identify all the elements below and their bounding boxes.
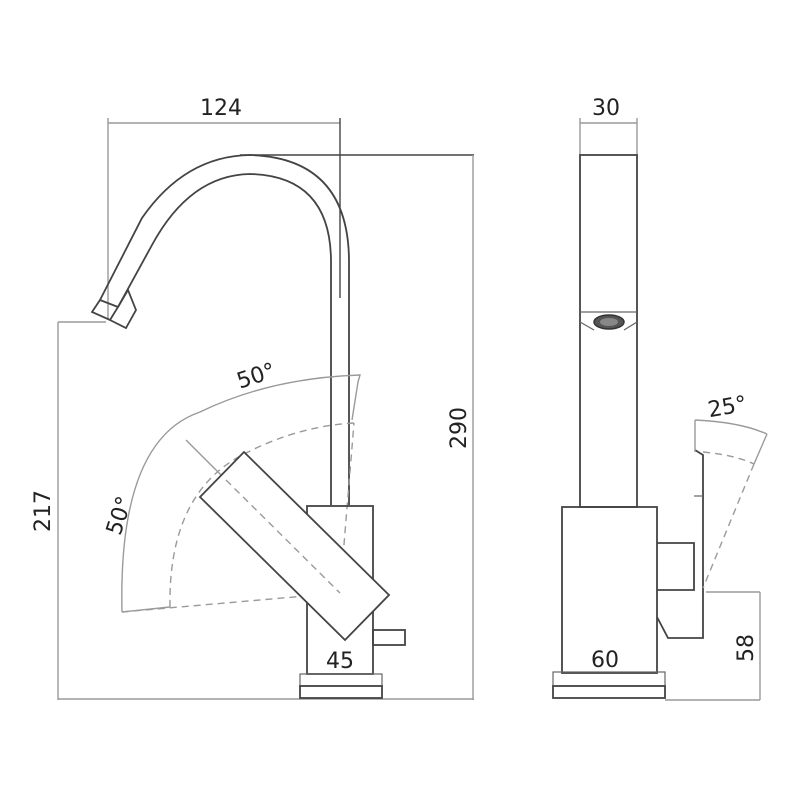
dimension-total-height: 290 xyxy=(447,407,472,449)
dimension-body-depth: 60 xyxy=(591,648,619,673)
dimension-lever-pivot-height: 58 xyxy=(734,634,759,662)
side-view xyxy=(552,118,768,701)
dimension-body-width: 45 xyxy=(326,649,354,674)
dimension-spout-width: 30 xyxy=(592,96,620,121)
dimension-spout-reach: 124 xyxy=(200,96,242,121)
front-view xyxy=(57,118,474,700)
dimension-spout-outlet-height: 217 xyxy=(31,490,56,532)
